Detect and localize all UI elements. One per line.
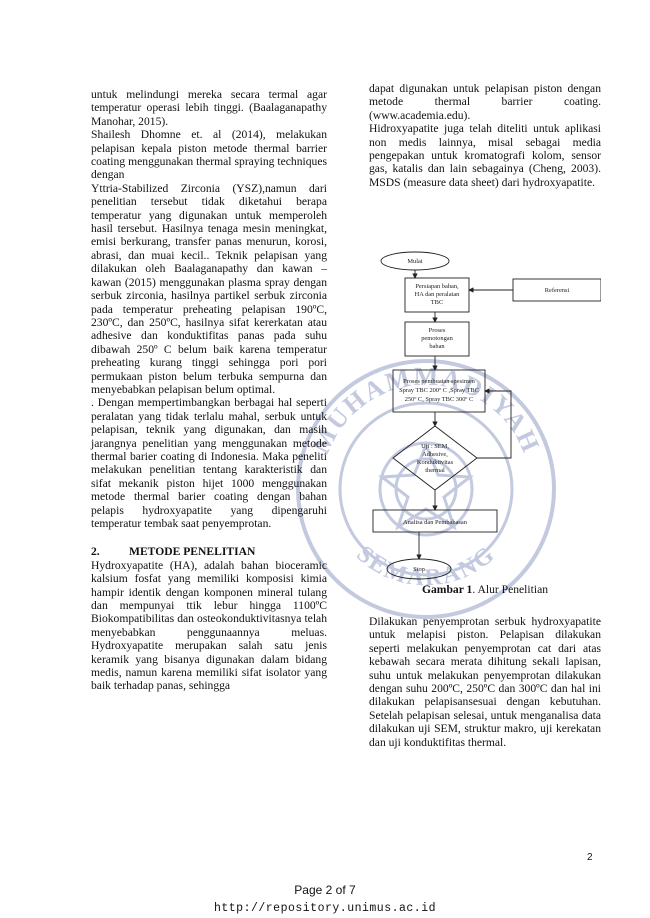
flow-spec-line3: 250º C, Spray TBC 300º C — [405, 396, 473, 403]
right-column: dapat digunakan untuk pelapisan piston d… — [369, 82, 601, 189]
flow-prep-line2: HA dan peralatan — [415, 291, 461, 298]
footer-page-of: Page 2 of 7 — [294, 883, 356, 897]
left-paragraph-4: . Dengan mempertimbangkan berbagai hal s… — [91, 396, 327, 530]
flow-prep-line3: TBC — [431, 299, 443, 306]
flow-analysis-label: Analisa dan Pembahasan — [403, 519, 468, 526]
research-flowchart: Mulai Persiapan bahan, HA dan peralatan … — [372, 251, 601, 580]
flow-stop-label: Stop — [413, 566, 425, 573]
left-paragraph-2: Shailesh Dhomne et. al (2014), melakukan… — [91, 128, 327, 182]
flow-test-line3: Konduktivitas — [417, 459, 454, 466]
flow-test-line2: Adhesive, — [422, 451, 448, 458]
flow-proc-line2: pemotongan — [421, 335, 453, 342]
right-column-bottom: Dilakukan penyemprotan serbuk hydroxyapa… — [369, 615, 601, 749]
flow-reference-label: Referensi — [545, 287, 570, 294]
flow-proc-line1: Proses — [429, 327, 446, 334]
flow-test-diamond — [392, 425, 478, 491]
footer-url[interactable]: http://repository.unimus.ac.id — [213, 902, 437, 915]
left-paragraph-5: Hydroxyapatite (HA), adalah bahan biocer… — [91, 558, 327, 693]
left-paragraph-3: Yttria-Stabilized Zirconia (YSZ),namun d… — [91, 181, 327, 396]
section-heading: 2. METODE PENELITIAN — [91, 545, 327, 558]
caption-text: . Alur Penelitian — [472, 583, 549, 596]
section-number: 2. — [91, 545, 100, 559]
flow-spec-line1: Proses pembuatan spesimen — [403, 378, 476, 385]
left-paragraph-1: untuk melindungi mereka secara termal ag… — [91, 88, 327, 128]
right-paragraph-1: dapat digunakan untuk pelapisan piston d… — [369, 82, 601, 122]
section-title: METODE PENELITIAN — [129, 545, 256, 559]
flow-test-line1: Uji : SEM, — [421, 443, 449, 450]
caption-label: Gambar 1 — [421, 583, 473, 596]
right-paragraph-3: Dilakukan penyemprotan serbuk hydroxyapa… — [369, 615, 601, 749]
flow-proc-line3: bahan — [429, 343, 445, 350]
figure-caption: Gambar 1. Alur Penelitian — [369, 583, 601, 596]
flow-start-label: Mulai — [407, 258, 422, 265]
right-paragraph-2: Hidroxyapatite juga telah diteliti untuk… — [369, 122, 601, 189]
page-number: 2 — [587, 852, 593, 863]
flow-spec-line2: Spray TBC 200º C ,Spray TBC — [399, 387, 479, 394]
flow-prep-line1: Persiapan bahan, — [415, 283, 459, 290]
left-column: untuk melindungi mereka secara termal ag… — [91, 88, 327, 693]
flow-prep-box — [404, 277, 470, 313]
flow-test-line4: thermal — [425, 467, 445, 474]
